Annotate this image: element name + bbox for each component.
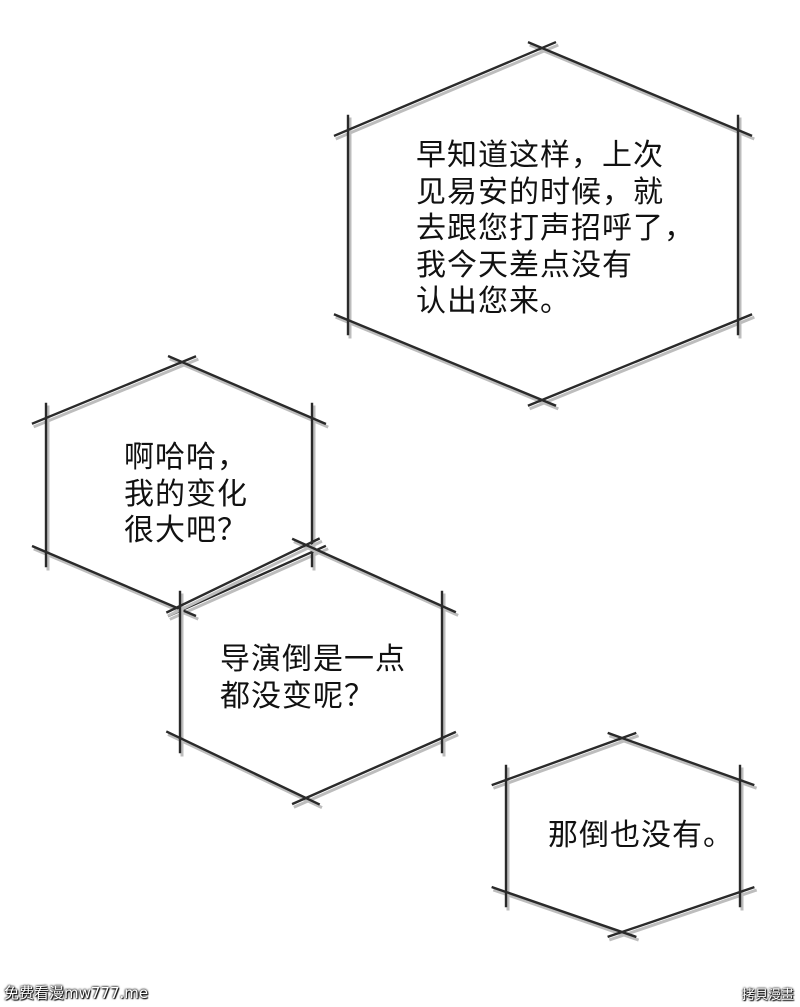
speech-bubble-3-text: 导演倒是一点 都没变呢？ [220,642,406,714]
speech-bubble-3-frame [165,537,459,810]
speech-bubble-4-frame [491,731,758,942]
watermark-copy: 拷貝漫畫 [741,988,794,1003]
speech-bubble-1-frame [333,40,755,411]
watermark-site: 免费看漫mw777.me [4,984,149,1002]
speech-bubble-4-text: 那倒也没有。 [548,818,734,853]
speech-bubble-1-text: 早知道这样，上次 见易安的时候，就 去跟您打声招呼了， 我今天差点没有 认出您来… [416,138,695,319]
speech-bubble-2-text: 啊哈哈， 我的变化 很大吧？ [124,440,248,548]
